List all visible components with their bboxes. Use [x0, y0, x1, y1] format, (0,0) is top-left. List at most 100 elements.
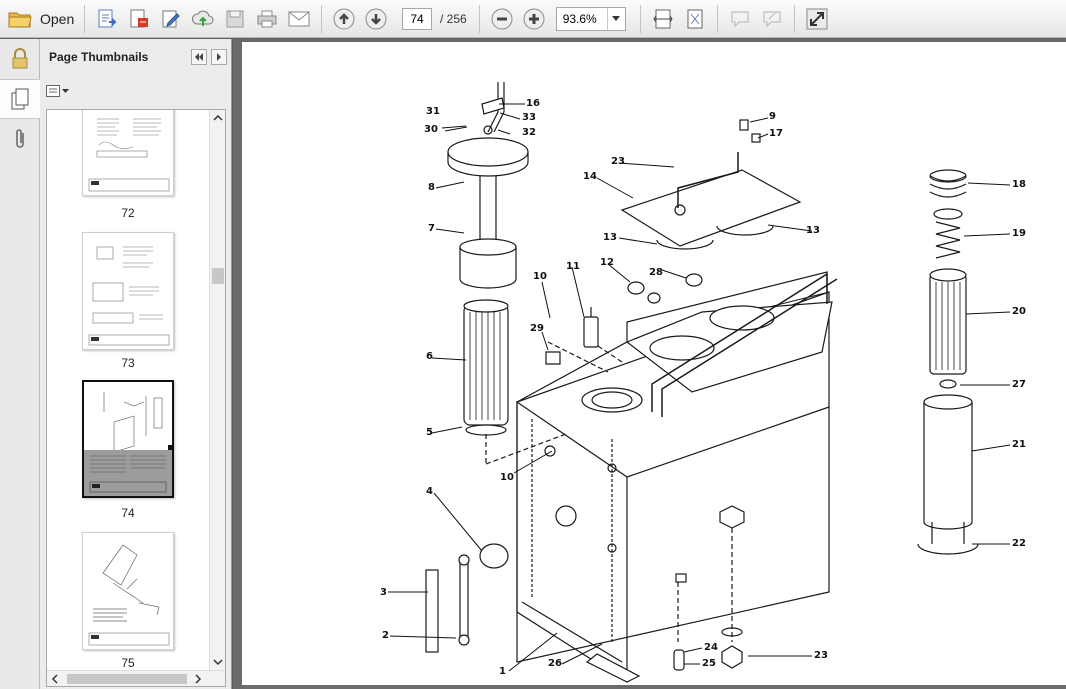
- callout: 6: [426, 351, 433, 362]
- page-number-input[interactable]: 74: [402, 7, 432, 30]
- document-view[interactable]: 16 31 33 30 32 8 7 6 5 4 3 2 1 9 17 23 1…: [233, 39, 1066, 689]
- options-icon: [46, 85, 60, 97]
- toolbar-separator: [793, 4, 795, 33]
- callout: 27: [1012, 379, 1026, 390]
- security-button[interactable]: [0, 39, 40, 79]
- thumbnails-panel: Page Thumbnails 72 73: [40, 39, 232, 689]
- callout: 3: [380, 587, 387, 598]
- thumbnail-page-72[interactable]: [82, 110, 174, 196]
- open-button[interactable]: Open: [0, 4, 78, 34]
- pages-icon: [11, 88, 29, 110]
- exploded-parts-diagram: [388, 82, 1011, 684]
- open-label: Open: [40, 10, 75, 27]
- thumbnail-options-button[interactable]: [46, 82, 72, 100]
- callout: 30: [424, 124, 438, 135]
- zoom-select[interactable]: 93.6%: [555, 6, 626, 31]
- attachments-button[interactable]: [0, 119, 40, 159]
- panel-title: Page Thumbnails: [49, 50, 149, 64]
- sign-icon: [763, 11, 781, 27]
- export-pdf-button[interactable]: [123, 4, 155, 34]
- callout: 13: [603, 232, 617, 243]
- comment-icon: [731, 11, 749, 27]
- scroll-left-icon[interactable]: [51, 674, 58, 684]
- chevron-down-icon[interactable]: [606, 7, 625, 30]
- zoom-in-icon: [523, 8, 545, 29]
- callout: 5: [426, 427, 433, 438]
- page-preview: [88, 246, 170, 346]
- callout: 8: [428, 182, 435, 193]
- prev-page-button[interactable]: [328, 4, 360, 34]
- page-preview: [88, 118, 170, 192]
- callout: 9: [769, 111, 776, 122]
- fullscreen-button[interactable]: [801, 4, 833, 34]
- zoom-out-icon: [491, 8, 513, 29]
- thumbnail-label: 72: [121, 206, 135, 220]
- fit-page-icon: [687, 9, 703, 28]
- edit-button[interactable]: [155, 4, 187, 34]
- scroll-thumb[interactable]: [212, 268, 224, 284]
- callout: 26: [548, 658, 562, 669]
- fit-page-button[interactable]: [679, 4, 711, 34]
- callout: 16: [526, 98, 540, 109]
- thumbnail-label: 74: [121, 506, 135, 520]
- page-thumbnails-button[interactable]: [0, 79, 40, 119]
- lock-icon: [12, 48, 28, 69]
- next-page-icon: [365, 8, 387, 29]
- callout: 13: [806, 225, 820, 236]
- callout: 33: [522, 112, 536, 123]
- thumbnail-page-75[interactable]: [82, 532, 174, 650]
- folder-icon: [8, 12, 32, 27]
- vertical-scrollbar[interactable]: [209, 110, 225, 670]
- callout: 19: [1012, 228, 1026, 239]
- callout-labels: 16 31 33 30 32 8 7 6 5 4 3 2 1 9 17 23 1…: [242, 42, 1066, 685]
- upload-icon: [191, 10, 214, 26]
- callout: 23: [814, 650, 828, 661]
- export-pdf-icon: [130, 9, 148, 27]
- zoom-value: 93.6%: [562, 11, 597, 26]
- sign-button[interactable]: [756, 4, 788, 34]
- comment-button[interactable]: [724, 4, 756, 34]
- email-icon: [288, 11, 310, 26]
- callout: 22: [1012, 538, 1026, 549]
- callout: 2: [382, 630, 389, 641]
- callout: 25: [702, 658, 716, 669]
- zoom-out-button[interactable]: [486, 4, 518, 34]
- callout: 11: [566, 261, 580, 272]
- fit-width-button[interactable]: [647, 4, 679, 34]
- page-total: / 256: [440, 11, 467, 26]
- create-pdf-button[interactable]: [91, 4, 123, 34]
- thumbnail-page-74[interactable]: [82, 380, 174, 498]
- scroll-thumb[interactable]: [67, 674, 187, 684]
- thumbnail-label: 75: [121, 656, 135, 670]
- callout: 23: [611, 156, 625, 167]
- create-pdf-icon: [98, 9, 117, 27]
- scroll-up-icon[interactable]: [213, 114, 223, 121]
- collapse-panel-button[interactable]: [191, 49, 207, 65]
- toolbar-separator: [478, 4, 480, 33]
- callout: 18: [1012, 179, 1026, 190]
- callout: 7: [428, 223, 435, 234]
- callout: 32: [522, 127, 536, 138]
- next-page-button[interactable]: [360, 4, 392, 34]
- print-button[interactable]: [251, 4, 283, 34]
- toolbar-separator: [84, 4, 85, 33]
- toolbar-separator: [321, 4, 322, 33]
- page-preview: [88, 544, 170, 646]
- page-preview: [84, 392, 172, 496]
- email-button[interactable]: [283, 4, 315, 34]
- zoom-in-button[interactable]: [518, 4, 550, 34]
- callout: 29: [530, 323, 544, 334]
- callout: 20: [1012, 306, 1026, 317]
- navigation-rail: [0, 39, 40, 689]
- scroll-down-icon[interactable]: [213, 659, 223, 666]
- scroll-right-icon[interactable]: [195, 674, 202, 684]
- thumbnail-list: 72 73 74 75: [46, 109, 226, 687]
- horizontal-scrollbar[interactable]: [47, 670, 225, 686]
- toolbar-separator: [639, 4, 641, 33]
- thumbnail-page-73[interactable]: [82, 232, 174, 350]
- save-button[interactable]: [219, 4, 251, 34]
- callout: 12: [600, 257, 614, 268]
- callout: 31: [426, 106, 440, 117]
- upload-button[interactable]: [187, 4, 219, 34]
- close-panel-button[interactable]: [211, 49, 227, 65]
